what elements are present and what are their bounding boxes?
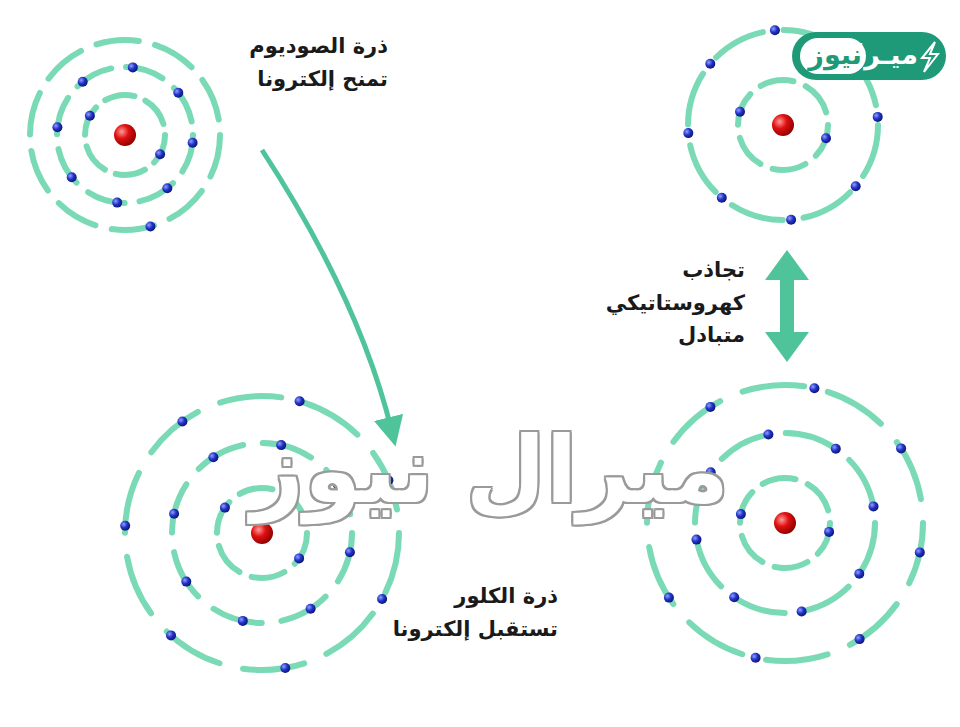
- electron: [809, 383, 819, 393]
- electron: [377, 594, 387, 604]
- electron: [717, 193, 727, 203]
- electron-shell: [30, 40, 220, 230]
- electron: [705, 59, 715, 69]
- nucleus: [774, 512, 796, 534]
- electron: [763, 430, 773, 440]
- electron: [120, 521, 130, 531]
- electron: [831, 444, 841, 454]
- electron-shell: [688, 30, 878, 220]
- nucleus: [251, 522, 273, 544]
- electron: [873, 112, 883, 122]
- electron-shell: [85, 95, 165, 175]
- watermark: ميرال نيوز: [251, 425, 729, 517]
- electron: [181, 577, 191, 587]
- electron: [851, 181, 861, 191]
- electron: [915, 547, 925, 557]
- electron: [751, 653, 761, 663]
- electron: [821, 133, 831, 143]
- electron: [824, 527, 834, 537]
- logo: [792, 32, 946, 80]
- electron: [786, 215, 796, 225]
- electron: [169, 509, 179, 519]
- electron: [155, 149, 165, 159]
- electron: [295, 396, 305, 406]
- electron: [220, 503, 230, 513]
- electron: [112, 198, 122, 208]
- electron: [306, 604, 316, 614]
- electron: [280, 663, 290, 673]
- electron: [664, 593, 674, 603]
- atom: [30, 40, 220, 232]
- electron: [177, 417, 187, 427]
- electron: [869, 501, 879, 511]
- nucleus: [114, 124, 136, 146]
- electron: [797, 607, 807, 617]
- attraction-arrow: [765, 250, 809, 362]
- electron: [692, 535, 702, 545]
- transfer-arrow: [262, 150, 392, 432]
- electron: [736, 509, 746, 519]
- electron-shell: [740, 478, 830, 568]
- electron: [78, 77, 88, 87]
- nucleus: [772, 114, 794, 136]
- electron: [770, 25, 780, 35]
- electron: [67, 172, 77, 182]
- electron: [896, 443, 906, 453]
- electron: [162, 183, 172, 193]
- electron: [52, 122, 62, 132]
- electron: [729, 592, 739, 602]
- electron: [683, 128, 693, 138]
- electron: [85, 111, 95, 121]
- electron: [855, 634, 865, 644]
- electron: [208, 452, 218, 462]
- electron: [128, 62, 138, 72]
- electron: [188, 138, 198, 148]
- attraction-label: تجاذب كهروستاتيكي متبادل: [555, 254, 745, 352]
- electron-shell: [57, 67, 193, 203]
- electron: [705, 402, 715, 412]
- electron: [854, 569, 864, 579]
- atom: [683, 25, 882, 224]
- electron: [238, 616, 248, 626]
- electron: [145, 222, 155, 232]
- electron: [735, 107, 745, 117]
- electron-shell: [738, 80, 828, 170]
- electron: [345, 547, 355, 557]
- electron: [173, 88, 183, 98]
- atom-label: ذرة الصوديوم تمنح إلكترونا: [218, 30, 388, 95]
- electron: [294, 553, 304, 563]
- electron: [166, 630, 176, 640]
- logo-text: نيوز: [808, 41, 862, 68]
- atom-label: ذرة الكلور تستقبل إلكترونا: [378, 580, 558, 645]
